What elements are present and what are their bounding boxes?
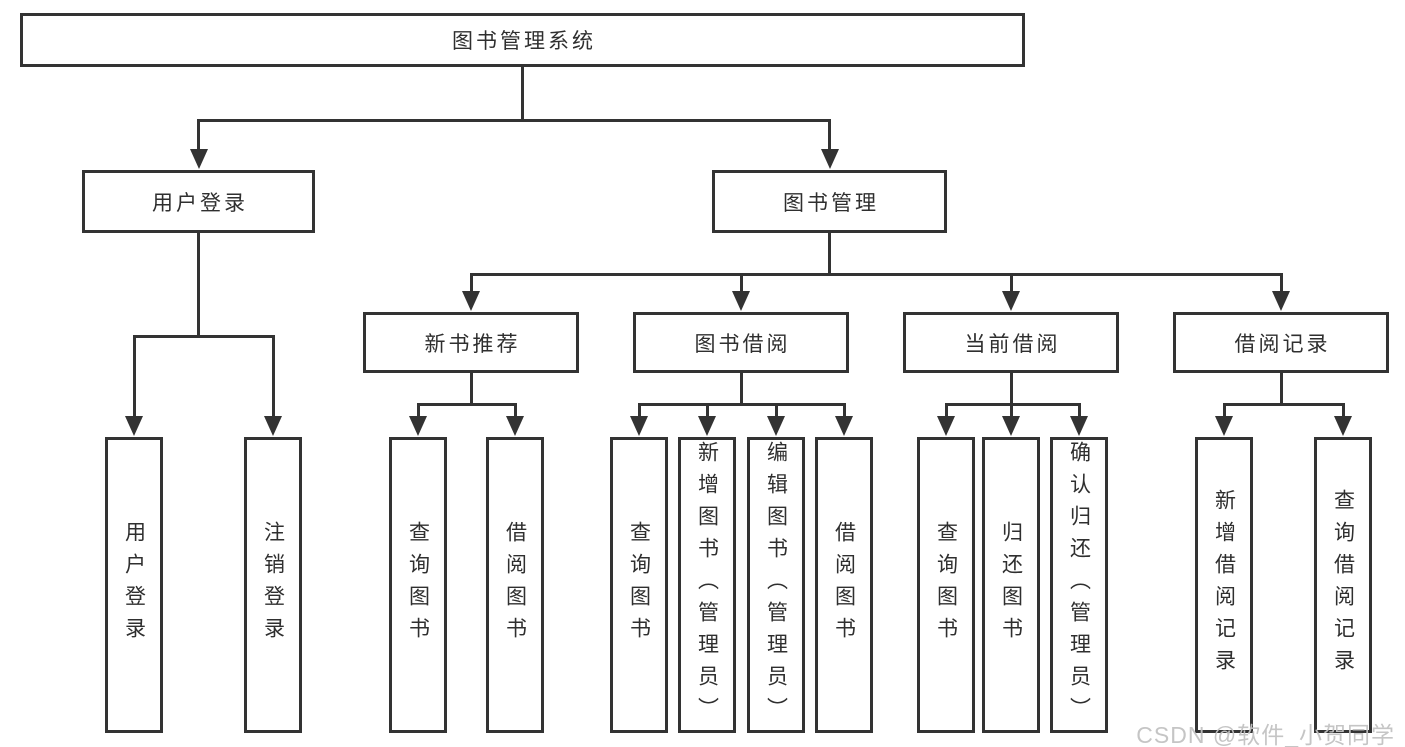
node-rec-query-books: 查询图书 — [389, 437, 447, 733]
node-rec-borrow-books: 借阅图书 — [486, 437, 544, 733]
node-library-management-system: 图书管理系统 — [20, 13, 1025, 67]
connector-drop — [1222, 403, 1226, 421]
node-label-rec-query-books: 查询图书 — [406, 521, 430, 649]
node-label-br-add-record: 新增借阅记录 — [1212, 489, 1236, 681]
arrowhead-icon — [630, 416, 648, 436]
node-label-cb-confirm-return: 确认归还（管理员） — [1067, 441, 1091, 729]
node-bb-query-books: 查询图书 — [610, 437, 668, 733]
connector-stem — [469, 373, 473, 406]
node-bb-borrow-books: 借阅图书 — [815, 437, 873, 733]
node-bb-add-books-admin: 新增图书（管理员） — [678, 437, 736, 733]
node-label-current-borrowing: 当前借阅 — [964, 332, 1061, 356]
arrowhead-icon — [125, 416, 143, 436]
connector-bus — [1222, 403, 1345, 406]
csdn-watermark: CSDN @软件_小贺同学 — [1136, 722, 1395, 747]
node-user-login: 用户登录 — [82, 170, 315, 233]
arrowhead-icon — [767, 416, 785, 436]
connector-drop — [271, 335, 275, 421]
connector-drop — [944, 403, 948, 421]
node-label-bb-add-books-admin: 新增图书（管理员） — [695, 441, 719, 729]
arrowhead-icon — [1215, 416, 1233, 436]
arrowhead-icon — [189, 149, 208, 169]
node-logout: 注销登录 — [244, 437, 302, 733]
connector-drop — [416, 403, 420, 421]
connector-bus — [469, 273, 1283, 276]
arrowhead-icon — [1070, 416, 1088, 436]
node-label-cb-return-books: 归还图书 — [999, 521, 1023, 649]
connector-stem — [828, 233, 831, 276]
node-label-rec-borrow-books: 借阅图书 — [503, 521, 527, 649]
connector-drop — [1077, 403, 1081, 421]
arrowhead-icon — [1272, 291, 1290, 311]
arrowhead-icon — [506, 416, 524, 436]
node-label-login: 用户登录 — [122, 521, 146, 649]
connector-drop — [132, 335, 136, 421]
connector-drop — [637, 403, 641, 421]
connector-stem — [521, 67, 524, 122]
connector-bus — [637, 403, 846, 406]
node-label-user-login: 用户登录 — [152, 191, 248, 215]
arrowhead-icon — [1002, 291, 1020, 311]
node-cb-query-books: 查询图书 — [917, 437, 975, 733]
arrowhead-icon — [820, 149, 839, 169]
connector-drop — [705, 403, 709, 421]
connector-drop — [1009, 273, 1013, 296]
connector-drop — [1341, 403, 1345, 421]
node-label-book-borrowing: 图书借阅 — [694, 332, 791, 356]
node-label-borrowing-records: 借阅记录 — [1234, 332, 1331, 356]
connector-drop — [197, 119, 200, 154]
node-label-logout: 注销登录 — [261, 521, 285, 649]
node-label-book-management: 图书管理 — [783, 191, 879, 215]
arrowhead-icon — [1002, 416, 1020, 436]
node-label-bb-borrow-books: 借阅图书 — [832, 521, 856, 649]
connector-stem — [1009, 373, 1013, 406]
connector-drop — [774, 403, 778, 421]
node-label-new-book-recommend: 新书推荐 — [424, 332, 521, 356]
node-label-bb-query-books: 查询图书 — [627, 521, 651, 649]
connector-bus — [944, 403, 1081, 406]
connector-stem — [739, 373, 743, 406]
arrowhead-icon — [1334, 416, 1352, 436]
arrowhead-icon — [462, 291, 480, 311]
connector-drop — [828, 119, 831, 154]
node-borrowing-records: 借阅记录 — [1173, 312, 1389, 373]
connector-drop — [1009, 403, 1013, 421]
node-label-bb-edit-books-admin: 编辑图书（管理员） — [764, 441, 788, 729]
connector-drop — [1279, 273, 1283, 296]
connector-stem — [197, 233, 200, 338]
arrowhead-icon — [937, 416, 955, 436]
arrowhead-icon — [835, 416, 853, 436]
node-br-add-record: 新增借阅记录 — [1195, 437, 1253, 733]
connector-drop — [513, 403, 517, 421]
arrowhead-icon — [698, 416, 716, 436]
node-current-borrowing: 当前借阅 — [903, 312, 1119, 373]
connector-drop — [469, 273, 473, 296]
connector-drop — [739, 273, 743, 296]
arrowhead-icon — [732, 291, 750, 311]
arrowhead-icon — [409, 416, 427, 436]
node-book-management: 图书管理 — [712, 170, 947, 233]
node-login: 用户登录 — [105, 437, 163, 733]
arrowhead-icon — [264, 416, 282, 436]
node-bb-edit-books-admin: 编辑图书（管理员） — [747, 437, 805, 733]
connector-bus — [416, 403, 517, 406]
node-label-cb-query-books: 查询图书 — [934, 521, 958, 649]
connector-bus — [132, 335, 275, 338]
connector-bus — [197, 119, 831, 122]
node-br-query-record: 查询借阅记录 — [1314, 437, 1372, 733]
connector-stem — [1279, 373, 1283, 406]
node-label-br-query-record: 查询借阅记录 — [1331, 489, 1355, 681]
node-book-borrowing: 图书借阅 — [633, 312, 849, 373]
node-cb-confirm-return: 确认归还（管理员） — [1050, 437, 1108, 733]
node-cb-return-books: 归还图书 — [982, 437, 1040, 733]
node-label-library-management-system: 图书管理系统 — [452, 30, 596, 53]
connector-drop — [842, 403, 846, 421]
node-new-book-recommend: 新书推荐 — [363, 312, 579, 373]
